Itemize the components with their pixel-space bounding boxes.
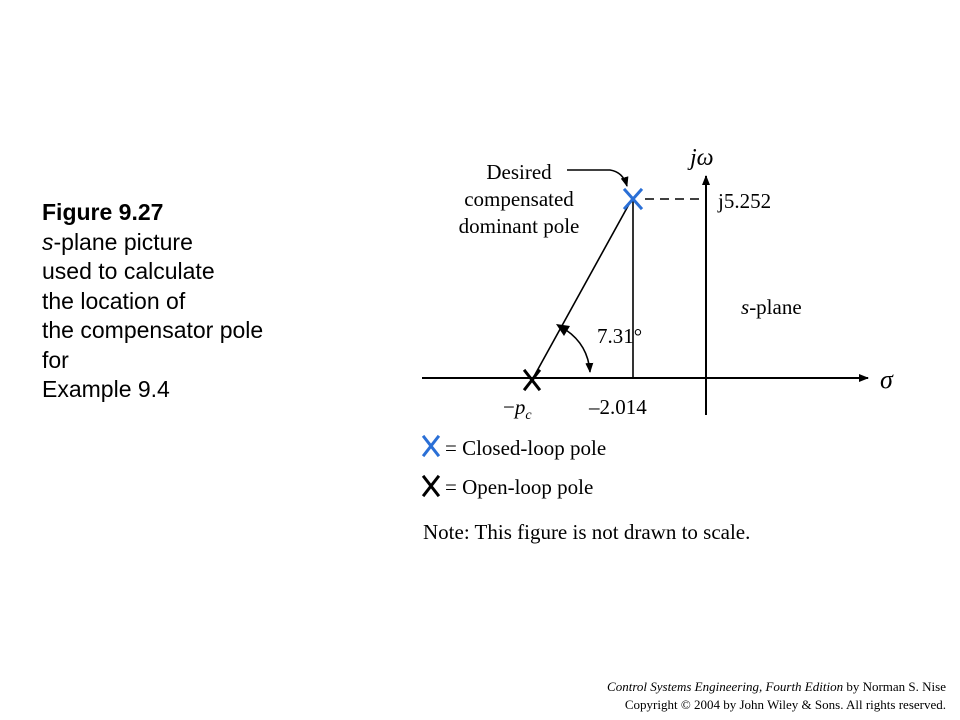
sigma-axis-label: σ [880,365,894,394]
legend-open-loop: = Open-loop pole [421,474,593,499]
annotation-line-2: compensated [464,187,574,211]
figure-number: Figure 9.27 [42,199,164,225]
figure-caption: Figure 9.27 s-plane picture used to calc… [42,198,263,405]
caption-line-1: s-plane picture [42,228,193,255]
angle-arc-arrow [565,329,594,373]
annotation-line-1: Desired [486,160,552,184]
caption-line-2: used to calculate [42,258,215,284]
angle-label: 7.31° [597,324,642,348]
s-plane-label: s-plane [741,295,802,319]
jw-axis-label: jω [687,145,714,171]
compensator-pole-label: −pc [503,395,532,423]
book-author: by Norman S. Nise [843,679,946,694]
caption-line-6: Example 9.4 [42,376,170,402]
real-value-label: –2.014 [588,395,647,419]
scale-note: Note: This figure is not drawn to scale. [423,520,750,544]
compensator-pole-marker [522,368,542,392]
legend-open-loop-text: = Open-loop pole [445,475,593,499]
jw-value-label: j5.252 [717,189,771,213]
pole-to-pole-line [531,196,634,381]
caption-line-4: the compensator pole [42,317,264,343]
closed-loop-pole-marker [622,187,644,211]
annotation-arrow [567,169,629,187]
annotation-line-3: dominant pole [459,214,580,238]
credit-copyright-line: Copyright © 2004 by John Wiley & Sons. A… [624,697,946,712]
caption-line-5: for [42,346,69,373]
legend-closed-loop: = Closed-loop pole [421,434,606,460]
book-title: Control Systems Engineering, Fourth Edit… [607,679,844,694]
credit-book-line: Control Systems Engineering, Fourth Edit… [607,678,946,696]
legend-closed-loop-marker [421,434,441,458]
angle-arc-arrowhead-start [556,324,570,336]
legend-open-loop-marker [421,474,441,498]
caption-line-3: the location of [42,287,186,314]
copyright-credit: Control Systems Engineering, Fourth Edit… [607,678,946,714]
legend-closed-loop-text: = Closed-loop pole [445,436,606,460]
